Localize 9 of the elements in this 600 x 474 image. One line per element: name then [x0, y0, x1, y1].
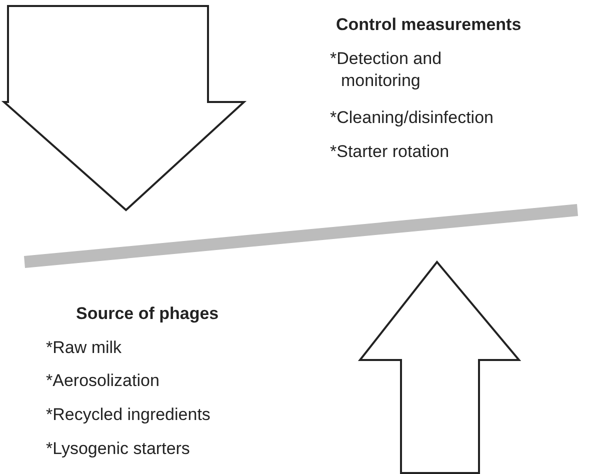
list-item: *Detection and monitoring	[330, 48, 443, 92]
list-item: *Aerosolization	[46, 370, 160, 392]
heading: Source of phages	[76, 303, 219, 325]
heading: Control measurements	[336, 14, 522, 36]
list-item: *Recycled ingredients	[46, 404, 210, 426]
list-item: *Raw milk	[46, 337, 122, 359]
list-item: *Starter rotation	[330, 141, 450, 163]
list-item: *Cleaning/disinfection	[330, 107, 494, 129]
list-item: *Lysogenic starters	[46, 438, 190, 460]
